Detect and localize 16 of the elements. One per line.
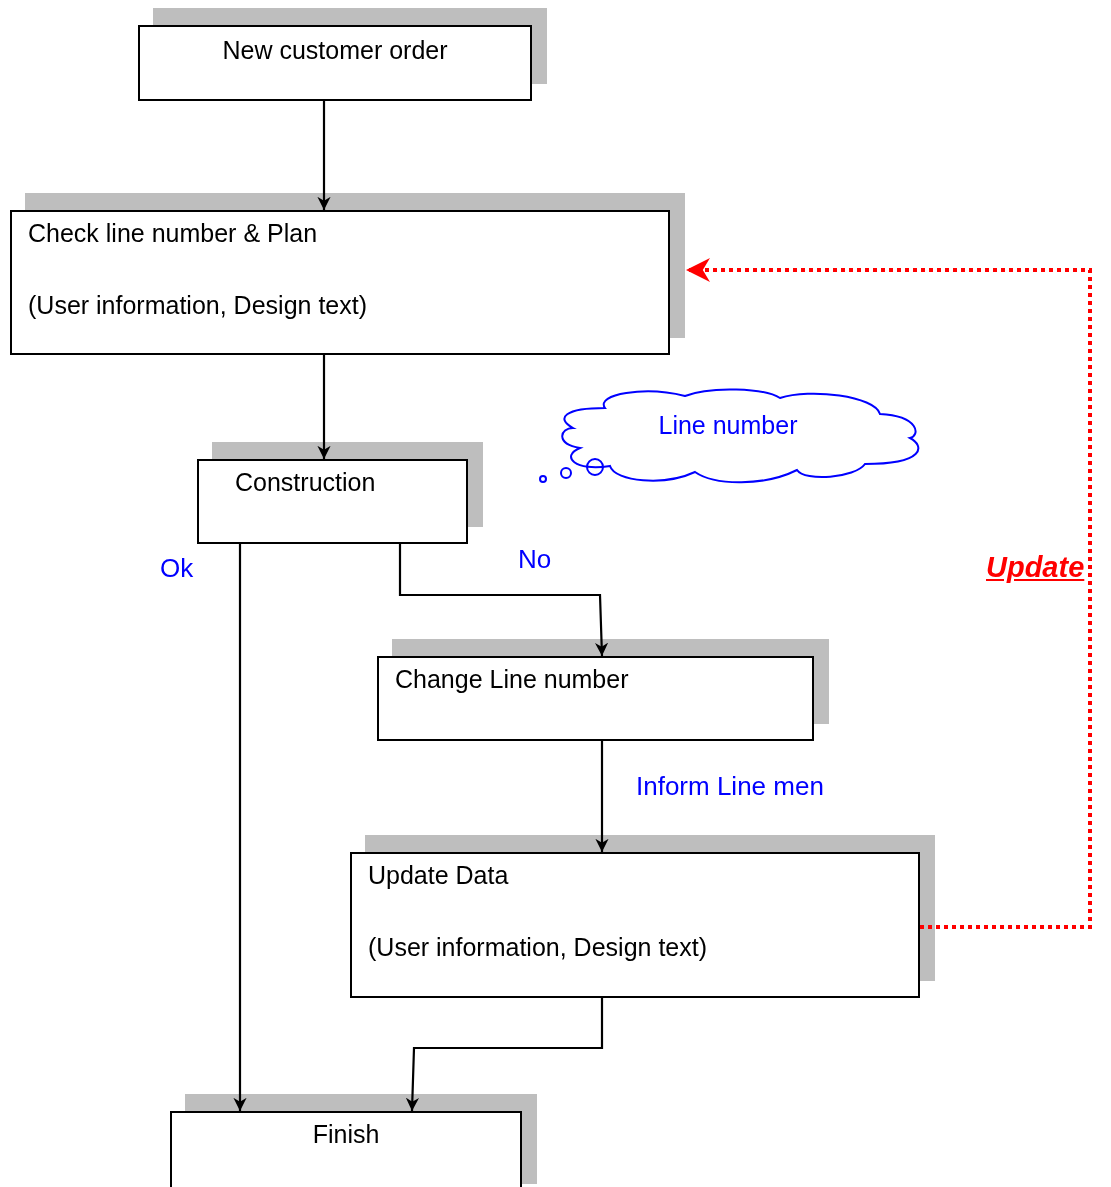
box-text: (User information, Design text) <box>368 932 707 962</box>
arrow <box>595 741 609 852</box>
arrow <box>405 998 604 1112</box>
arrow <box>317 355 331 459</box>
arrow <box>686 258 1092 929</box>
box-text: Line number <box>657 410 799 440</box>
arrow <box>398 544 609 657</box>
box-text: New customer order <box>221 35 449 65</box>
box-text: (User information, Design text) <box>28 290 367 320</box>
box-text: Construction <box>235 467 376 497</box>
box-text: Finish <box>311 1119 381 1149</box>
arrow <box>233 544 247 1111</box>
box-text: Change Line number <box>395 664 629 694</box>
box-text: Update Data <box>368 860 509 890</box>
arrow <box>317 101 331 210</box>
box-text: Check line number & Plan <box>28 218 318 248</box>
